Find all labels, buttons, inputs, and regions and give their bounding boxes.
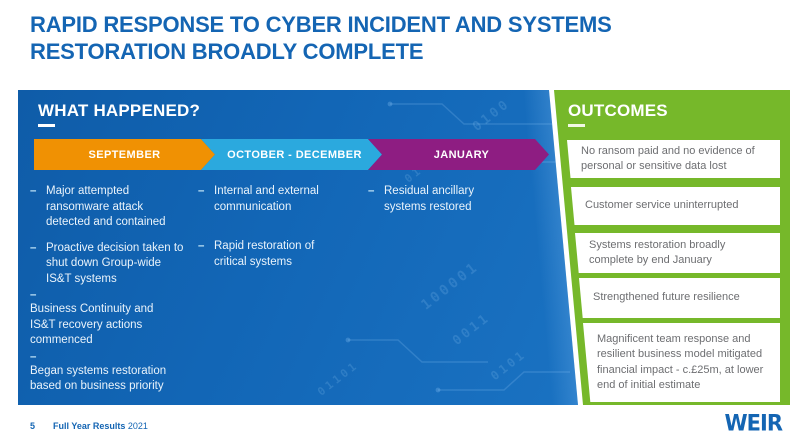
footer-label-title: Full Year Results <box>53 421 126 431</box>
slide-title: RAPID RESPONSE TO CYBER INCIDENT AND SYS… <box>30 12 612 64</box>
outcome-text: Magnificent team response and resilient … <box>597 332 764 392</box>
timeline-phase-label: SEPTEMBER <box>88 148 161 161</box>
binary-string: 0100 <box>469 96 514 135</box>
what-happened-heading: WHAT HAPPENED? <box>38 101 201 120</box>
bullet-item: – Began systems restoration based on bus… <box>30 351 198 395</box>
dash-bullet-icon: – <box>198 240 205 252</box>
dash-bullet-icon: – <box>30 241 37 254</box>
footer-label-year: 2021 <box>127 421 148 431</box>
binary-string: 01101 <box>315 358 362 399</box>
timeline-phase-label: JANUARY <box>433 148 490 161</box>
dash-bullet-icon: – <box>30 289 37 301</box>
binary-string: 0101 <box>488 346 529 384</box>
outcomes-heading: OUTCOMES <box>568 101 668 120</box>
outcomes-panel: OUTCOMES No ransom paid and no evidence … <box>554 90 790 405</box>
bullet-text: Business Continuity and IS&T recovery ac… <box>30 303 154 346</box>
outcome-box: Systems restoration broadly complete by … <box>575 233 780 273</box>
page-number: 5 <box>30 421 36 431</box>
binary-string: 0011 <box>449 310 494 349</box>
weir-logo: WEIR <box>724 410 783 436</box>
footer-label: Full Year Results 2021 <box>53 421 148 431</box>
bullet-text: Major attempted ransomware attack detect… <box>46 185 166 228</box>
outcome-text: Systems restoration broadly complete by … <box>589 238 726 267</box>
bullet-text: Proactive decision taken to shut down Gr… <box>46 241 184 285</box>
bullet-text: Began systems restoration based on busin… <box>30 364 167 393</box>
bullet-item: – Business Continuity and IS&T recovery … <box>30 289 198 349</box>
timeline-phase-label: OCTOBER - DECEMBER <box>227 148 362 161</box>
outcome-box: Customer service uninterrupted <box>571 187 780 225</box>
bullet-text: Rapid restoration of critical systems <box>214 240 315 268</box>
dash-bullet-icon: – <box>368 185 375 197</box>
outcomes-underline <box>568 124 585 127</box>
bullet-item: – Internal and external communication <box>198 184 363 215</box>
bullet-item: – Rapid restoration of critical systems <box>198 239 363 270</box>
dash-bullet-icon: – <box>30 350 37 363</box>
outcome-box: No ransom paid and no evidence of person… <box>567 140 780 178</box>
phase-bullet-column: – Internal and external communication – … <box>198 184 363 294</box>
bullet-text: Internal and external communication <box>214 185 319 213</box>
footer: 5 Full Year Results 2021 <box>30 421 148 431</box>
phase-bullet-column: – Major attempted ransomware attack dete… <box>30 184 198 405</box>
outcome-text: No ransom paid and no evidence of person… <box>581 144 755 173</box>
bullet-item: – Major attempted ransomware attack dete… <box>30 184 198 231</box>
outcome-box: Magnificent team response and resilient … <box>583 323 780 402</box>
outcome-text: Strengthened future resilience <box>593 291 740 304</box>
phase-bullet-column: – Residual ancillary systems restored <box>368 184 540 239</box>
dash-bullet-icon: – <box>198 185 205 197</box>
outcome-box: Strengthened future resilience <box>579 278 780 318</box>
bullet-text: Residual ancillary systems restored <box>384 185 475 213</box>
outcome-text: Customer service uninterrupted <box>585 199 739 212</box>
what-happened-underline <box>38 124 55 127</box>
timeline-phase-arrow: OCTOBER - DECEMBER <box>201 139 382 170</box>
timeline-phase-arrow: JANUARY <box>368 139 549 170</box>
timeline-phase-arrow: SEPTEMBER <box>34 139 215 170</box>
bullet-item: – Residual ancillary systems restored <box>368 184 540 215</box>
binary-string: 100001 <box>418 258 483 314</box>
dash-bullet-icon: – <box>30 185 37 197</box>
bullet-item: – Proactive decision taken to shut down … <box>30 241 198 288</box>
